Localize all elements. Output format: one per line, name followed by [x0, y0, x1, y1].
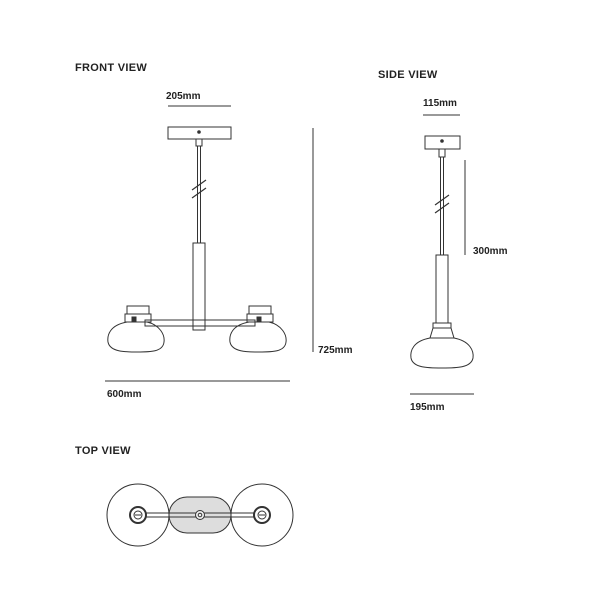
front-tube — [192, 242, 206, 331]
side-shade — [410, 337, 474, 369]
side-height-dimension: 300mm — [473, 246, 508, 257]
front-canopy-dimension: 205mm — [166, 91, 201, 102]
front-shade-right — [229, 305, 287, 353]
front-view-title: FRONT VIEW — [75, 62, 148, 74]
side-tube — [435, 254, 449, 324]
front-height-dimension: 725mm — [318, 345, 353, 356]
front-view-drawing — [105, 105, 314, 382]
front-width-dimension: 600mm — [107, 389, 142, 400]
canopy-screw — [197, 130, 201, 134]
side-canopy-dimension: 115mm — [423, 98, 457, 109]
top-view-drawing — [106, 483, 294, 547]
top-view-title: TOP VIEW — [75, 445, 131, 457]
side-shade-dimension: 195mm — [410, 402, 445, 413]
side-view-drawing — [410, 114, 474, 395]
break-mark — [191, 179, 207, 191]
front-shade-left — [107, 305, 165, 353]
front-arm — [144, 319, 256, 327]
side-view-title: SIDE VIEW — [378, 69, 438, 81]
break-mark — [434, 194, 450, 206]
front-rod-clamp — [195, 138, 203, 147]
